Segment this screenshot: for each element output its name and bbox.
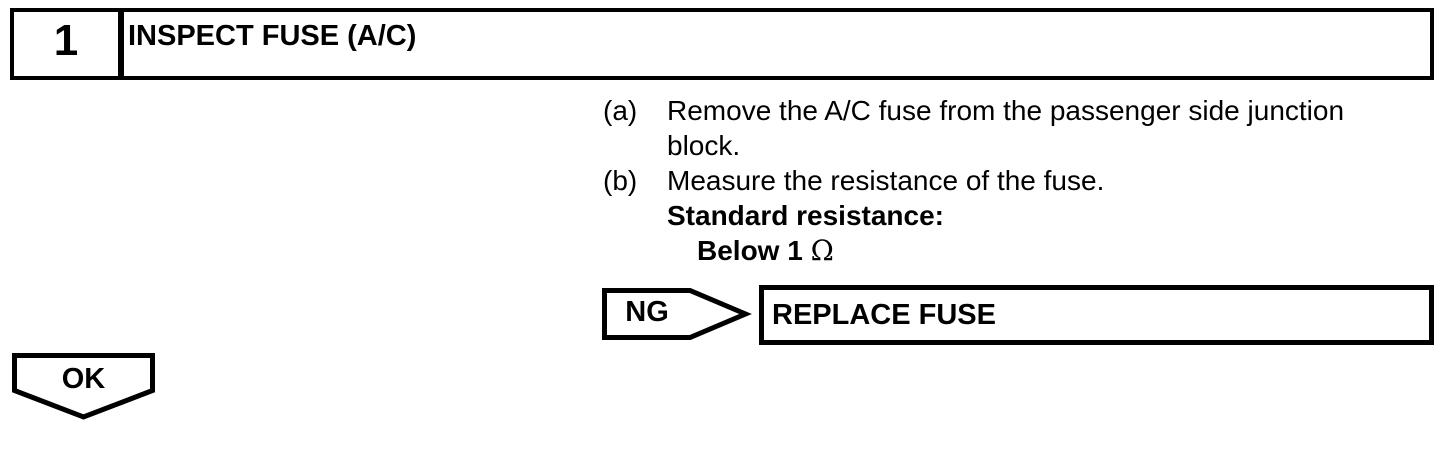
instruction-list: (a) Remove the A/C fuse from the passeng…	[603, 93, 1413, 268]
instruction-row-b: (b) Measure the resistance of the fuse. …	[603, 163, 1413, 268]
instruction-marker-b: (b)	[603, 165, 638, 196]
spec-value: Below 1 Ω	[667, 233, 1413, 268]
step-header-box: 1 INSPECT FUSE (A/C)	[10, 8, 1434, 80]
instruction-a-line-2: block.	[667, 130, 741, 161]
spec-value-number: Below 1	[697, 235, 803, 266]
instruction-marker-a: (a)	[603, 95, 638, 126]
spec-label: Standard resistance:	[667, 200, 944, 231]
instruction-text-a: Remove the A/C fuse from the passenger s…	[667, 93, 1413, 163]
step-number-cell: 1	[14, 12, 124, 76]
step-title-cell: INSPECT FUSE (A/C)	[124, 12, 1430, 76]
ok-label: OK	[61, 363, 106, 395]
ohm-symbol: Ω	[810, 234, 834, 267]
instruction-text-b: Measure the resistance of the fuse. Stan…	[667, 163, 1413, 268]
instruction-a-line-1: Remove the A/C fuse from the passenger s…	[667, 95, 1345, 126]
instruction-row-a: (a) Remove the A/C fuse from the passeng…	[603, 93, 1413, 163]
replace-fuse-box: REPLACE FUSE	[759, 285, 1434, 345]
step-title: INSPECT FUSE (A/C)	[128, 20, 417, 52]
instruction-b-line-1: Measure the resistance of the fuse.	[667, 165, 1105, 196]
step-number: 1	[53, 16, 79, 65]
ng-action-label: REPLACE FUSE	[772, 298, 996, 331]
ng-arrow-icon	[602, 288, 752, 340]
ng-label: NG	[625, 296, 669, 328]
ok-arrow-icon	[12, 353, 155, 420]
